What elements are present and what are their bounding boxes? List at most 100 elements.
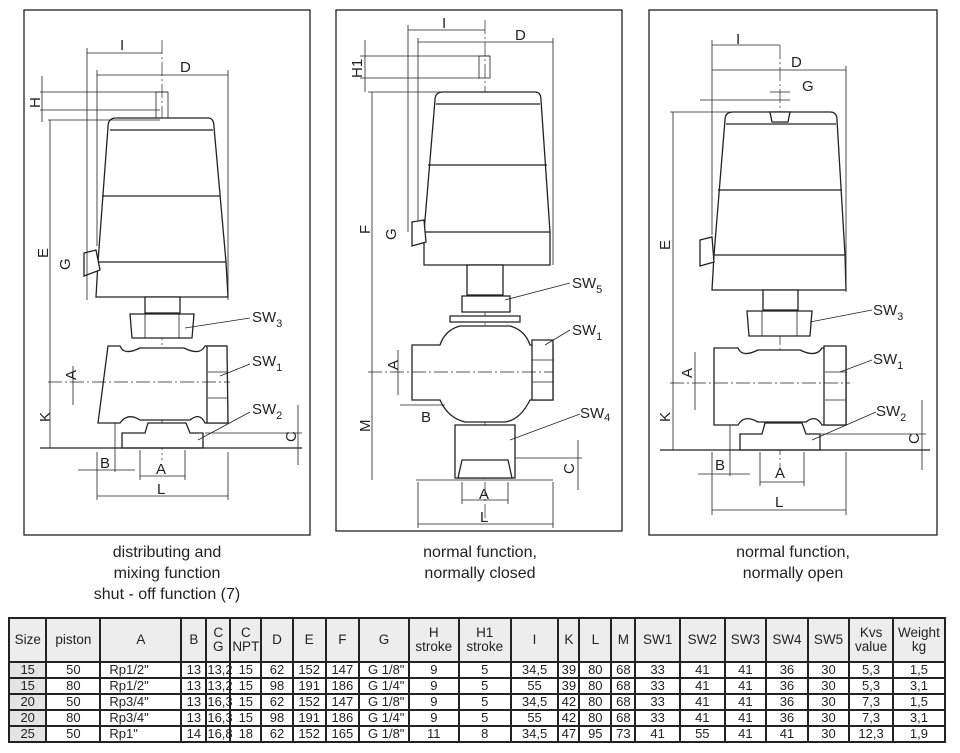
column-header: Weight kg	[891, 617, 947, 663]
dim-label-e: E	[35, 248, 52, 258]
table-cell: 147	[324, 661, 361, 679]
dim-label-k: K	[37, 412, 54, 422]
column-header: Size	[7, 617, 48, 663]
valve-drawing-right: I D G E A K B A L C SW3 SW1 SW2	[657, 31, 930, 515]
table-cell: 50	[45, 661, 102, 679]
dim-label-i: I	[120, 37, 124, 54]
table-cell: 55	[509, 709, 560, 727]
table-cell: Rp1"	[99, 725, 183, 743]
table-cell: 55	[678, 725, 726, 743]
table-cell: 186	[324, 709, 361, 727]
table-cell: 41	[678, 709, 726, 727]
table-cell: 18	[229, 725, 263, 743]
table-cell: 34,5	[509, 661, 560, 679]
table-cell: 13	[180, 709, 208, 727]
table-cell: G 1/8"	[358, 661, 410, 679]
table-cell: 95	[578, 725, 613, 743]
table-cell: 68	[610, 661, 637, 679]
label-sw2: SW2	[252, 401, 282, 422]
table-cell: 5,3	[848, 677, 894, 695]
technical-drawings: I D H E G A K B A L C SW3 SW1 SW2	[23, 9, 938, 536]
table-cell: G 1/8"	[358, 693, 410, 711]
table-cell: 5	[457, 709, 512, 727]
column-header: F	[324, 617, 361, 663]
dim-label-k: K	[657, 412, 674, 422]
table-cell: 30	[806, 709, 851, 727]
table-cell: 16,3	[205, 709, 233, 727]
dim-label-i: I	[736, 31, 740, 48]
table-cell: 33	[634, 661, 681, 679]
table-cell: 152	[291, 693, 327, 711]
table-cell: 1,5	[891, 661, 947, 679]
label-sw3: SW3	[252, 309, 282, 330]
table-cell: 13	[180, 693, 208, 711]
table-cell: 36	[765, 677, 809, 695]
table-cell: 36	[765, 661, 809, 679]
dim-label-h1: H1	[349, 59, 366, 78]
caption-line: normal function,	[736, 544, 850, 561]
column-header: SW2	[678, 617, 726, 663]
dim-label-b: B	[421, 409, 431, 426]
table-cell: 98	[260, 677, 294, 695]
dim-label-h: H	[27, 97, 44, 108]
dim-label-g: G	[802, 78, 814, 95]
table-cell: 41	[723, 661, 768, 679]
table-cell: 186	[324, 677, 361, 695]
table-cell: 20	[7, 693, 48, 711]
table-cell: 41	[723, 693, 768, 711]
table-cell: 25	[7, 725, 48, 743]
dim-label-a-side: A	[385, 360, 402, 370]
label-sw4: SW4	[580, 405, 610, 424]
table-cell: 9	[407, 677, 460, 695]
table-cell: 39	[557, 661, 581, 679]
table-cell: 80	[578, 677, 613, 695]
table-cell: 13,2	[205, 661, 233, 679]
table-cell: 33	[634, 677, 681, 695]
table-cell: 3,1	[891, 709, 947, 727]
table-cell: 1,5	[891, 693, 947, 711]
label-sw1: SW1	[572, 322, 602, 343]
table-cell: 80	[578, 693, 613, 711]
table-cell: 50	[45, 725, 102, 743]
dim-label-b: B	[100, 455, 110, 472]
table-cell: 13	[180, 661, 208, 679]
table-cell: 1,9	[891, 725, 947, 743]
table-cell: 152	[291, 725, 327, 743]
column-header: L	[578, 617, 613, 663]
table-cell: 42	[557, 693, 581, 711]
table-cell: Rp1/2"	[99, 661, 183, 679]
dim-label-f: F	[357, 225, 374, 234]
caption-line: mixing function	[113, 565, 221, 582]
table-cell: 33	[634, 693, 681, 711]
dim-label-a-bottom: A	[775, 465, 785, 482]
column-header: B	[180, 617, 208, 663]
column-header: piston	[45, 617, 102, 663]
caption-line: normally open	[742, 565, 844, 582]
table-cell: 41	[678, 661, 726, 679]
dim-label-a-bottom: A	[156, 461, 166, 478]
valve-drawing-left: I D H E G A K B A L C SW3 SW1 SW2	[27, 37, 302, 500]
table-cell: 30	[806, 693, 851, 711]
label-sw2: SW2	[876, 403, 906, 424]
dim-label-d: D	[515, 27, 526, 44]
table-cell: 41	[634, 725, 681, 743]
table-cell: 13,2	[205, 677, 233, 695]
table-cell: G 1/4"	[358, 709, 410, 727]
column-header: D	[260, 617, 294, 663]
column-header: C NPT	[229, 617, 263, 663]
label-sw5: SW5	[572, 275, 602, 296]
column-header: I	[509, 617, 560, 663]
dim-label-c: C	[906, 433, 923, 444]
table-cell: 68	[610, 709, 637, 727]
table-cell: 147	[324, 693, 361, 711]
table-cell: 34,5	[509, 725, 560, 743]
table-cell: G 1/8"	[358, 725, 410, 743]
table-cell: 8	[457, 725, 512, 743]
column-header: G	[358, 617, 410, 663]
column-header: SW5	[806, 617, 851, 663]
table-cell: 41	[678, 693, 726, 711]
